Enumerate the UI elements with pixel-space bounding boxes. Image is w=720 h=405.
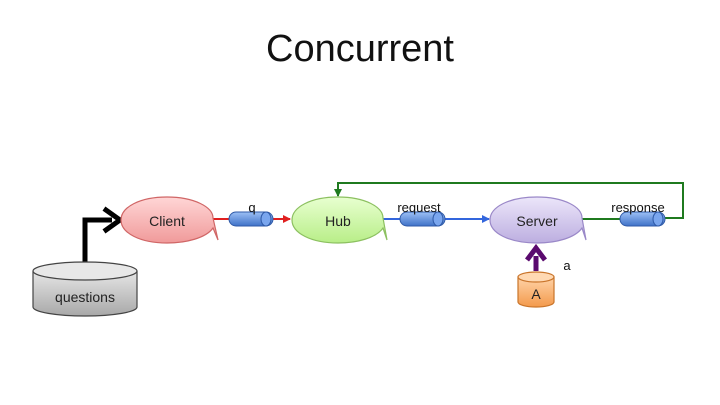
hub-label: Hub [325,213,351,229]
questions-label: questions [55,289,115,305]
hub-node: Hub [291,196,388,244]
a-arrowhead [525,243,547,262]
questions-arrowhead [102,206,125,234]
response-queue [619,211,666,227]
response-loop-arrow [334,182,684,219]
server-label: Server [516,213,558,229]
request-queue [399,211,446,227]
q-label: q [248,200,255,215]
q-queue [228,211,274,227]
client-label: Client [149,213,185,229]
server-node: Server [489,196,587,244]
a-store-label: A [531,286,541,302]
request-label: request [397,200,441,215]
questions-database: questions [32,261,138,317]
a-edge-label: a [563,258,571,273]
questions-to-client-arrow [82,217,112,262]
a-store: A [517,271,555,308]
response-label: response [611,200,664,215]
slide-title: Concurrent [266,28,454,70]
client-node: Client [120,196,219,244]
